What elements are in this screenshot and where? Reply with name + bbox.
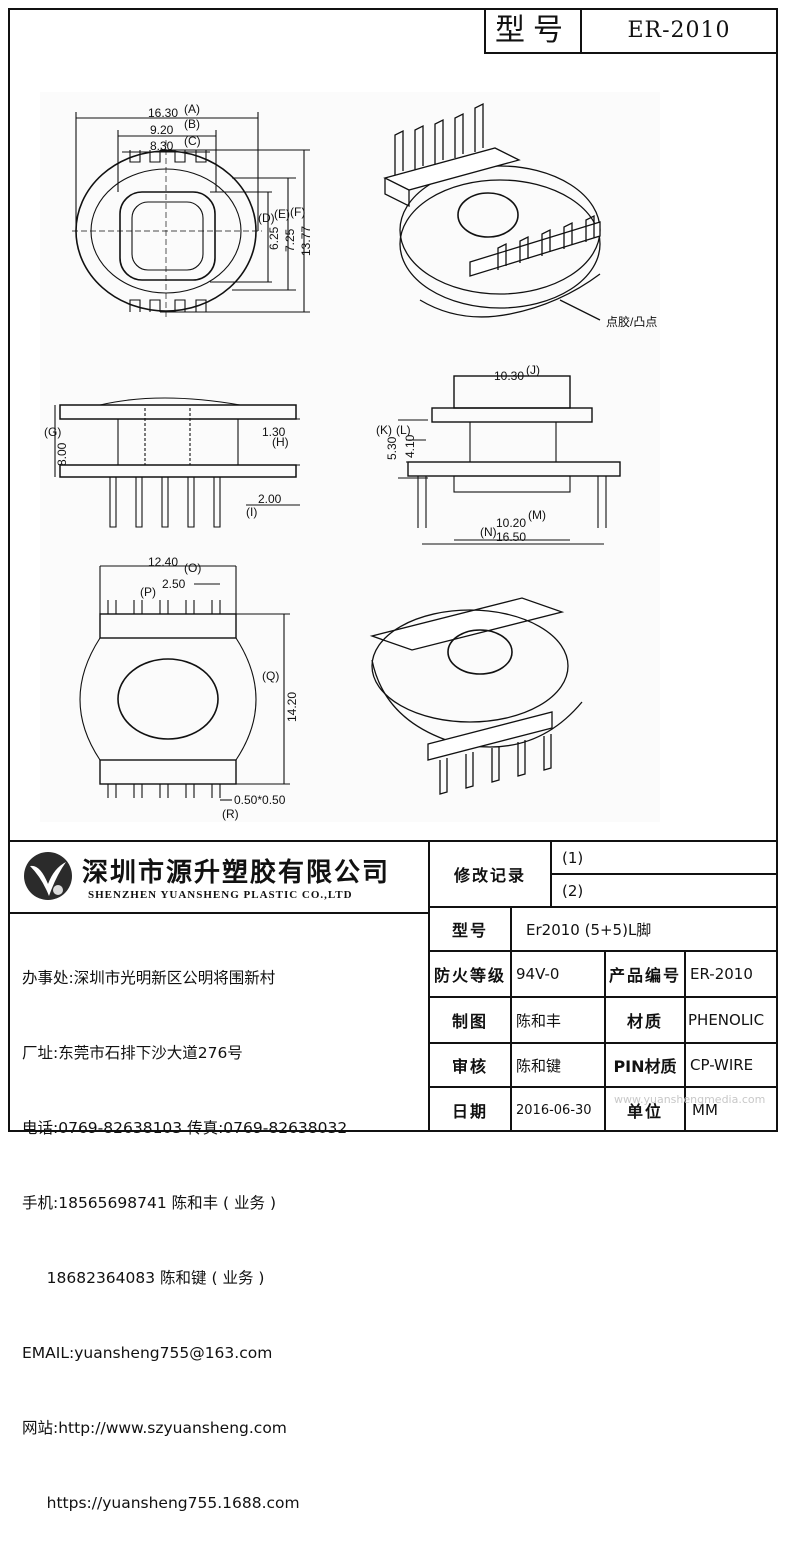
material-value: PHENOLIC [688, 1011, 765, 1029]
pin-material-value: CP-WIRE [690, 1056, 754, 1074]
model-value: ER-2010 [627, 18, 731, 43]
dim-label-m: (M) [528, 508, 546, 522]
dim-4-10: 4.10 [403, 434, 417, 458]
dim-label-e: (E) [274, 207, 290, 221]
dim-label-j: (J) [526, 363, 540, 377]
drawn-by-label: 制图 [451, 1012, 488, 1031]
check-value: 陈和键 [516, 1056, 562, 1075]
callout-text: 点胶/凸点 [606, 314, 657, 329]
dim-8-30: 8.30 [150, 139, 174, 153]
drawn-by-value: 陈和丰 [516, 1011, 562, 1030]
dim-9-20: 9.20 [150, 123, 174, 137]
check-label: 审核 [451, 1057, 488, 1076]
date-value: 2016-06-30 [516, 1102, 592, 1118]
product-no-label: 产品编号 [608, 966, 681, 985]
product-no-value: ER-2010 [690, 965, 753, 983]
dim-16-30: 16.30 [148, 106, 178, 120]
contact-website[interactable]: 网站:http://www.szyuansheng.com [22, 1419, 287, 1437]
dim-14-20: 14.20 [285, 692, 299, 722]
revision-1: (1) [562, 848, 584, 867]
dim-10-20: 10.20 [496, 516, 526, 530]
contact-phone: 电话:0769-82638103 传真:0769-82638032 [22, 1119, 348, 1137]
dim-6-25: 6.25 [267, 226, 281, 250]
dim-13-77: 13.77 [299, 226, 313, 256]
title-block-bottom: 深圳市源升塑胶有限公司 SHENZHEN YUANSHENG PLASTIC C… [8, 840, 778, 1512]
pin-material-label: PIN材质 [613, 1057, 677, 1076]
dim-label-d: (D) [258, 211, 275, 225]
dim-label-i: (I) [246, 505, 257, 519]
fire-rating-value: 94V-0 [516, 965, 560, 983]
spec-table: 修改记录 (1) (2) 型号 Er2010 (5+5)L脚 防火等级 94V-… [428, 842, 778, 1132]
drawing-frame [8, 8, 778, 1132]
dim-label-n: (N) [480, 525, 497, 539]
dim-label-a: (A) [184, 102, 200, 116]
material-label: 材质 [626, 1012, 663, 1031]
contact-info: 办事处:深圳市光明新区公明将围新村 厂址:东莞市石排下沙大道276号 电话:07… [22, 916, 347, 1566]
dim-label-g: (G) [44, 425, 61, 439]
dim-1-30: 1.30 [262, 425, 286, 439]
dim-label-b: (B) [184, 117, 200, 131]
dim-10-30: 10.30 [494, 369, 524, 383]
dim-label-f: (F) [290, 205, 305, 219]
dim-label-p: (P) [140, 585, 156, 599]
perspective-view-top: 点胶/凸点 [383, 102, 657, 329]
company-logo [24, 852, 72, 900]
dim-12-40: 12.40 [148, 555, 178, 569]
dim-16-50: 16.50 [496, 530, 526, 544]
revision-2: (2) [562, 881, 584, 900]
date-label: 日期 [451, 1102, 488, 1121]
dim-5-30: 5.30 [385, 436, 399, 460]
dim-2-50: 2.50 [162, 577, 186, 591]
dim-label-k: (K) [376, 423, 392, 437]
bottom-view: 12.40 (O) 2.50 (P) (Q) 14.20 0.50*0.50 (… [79, 555, 299, 821]
contact-mobile-1: 手机:18565698741 陈和丰 ( 业务 ) [22, 1194, 277, 1212]
model-row-value: Er2010 (5+5)L脚 [526, 920, 652, 939]
front-view: (G) 8.00 1.30 (H) 2.00 (I) [44, 397, 300, 528]
dim-label-q: (Q) [262, 669, 279, 683]
perspective-view-bottom [369, 597, 583, 795]
company-header: 深圳市源升塑胶有限公司 SHENZHEN YUANSHENG PLASTIC C… [8, 842, 428, 914]
unit-value: MM [692, 1101, 718, 1119]
top-view: 16.30 (A) 9.20 (B) 8.30 (C) (D) (E) (F) … [72, 102, 313, 320]
contact-mobile-2: 18682364083 陈和键 ( 业务 ) [22, 1269, 265, 1287]
dim-label-o: (O) [184, 561, 201, 575]
contact-email[interactable]: EMAIL:yuansheng755@163.com [22, 1344, 273, 1362]
technical-drawing: 16.30 (A) 9.20 (B) 8.30 (C) (D) (E) (F) … [44, 102, 658, 821]
model-label: 型号 [486, 10, 582, 52]
fire-rating-label: 防火等级 [433, 966, 506, 985]
revision-label: 修改记录 [453, 866, 526, 885]
dim-label-c: (C) [184, 134, 201, 148]
contact-shop[interactable]: https://yuansheng755.1688.com [22, 1494, 300, 1512]
dim-label-l: (L) [396, 423, 411, 437]
side-view: 10.30 (J) (K) (L) 5.30 4.10 10.20 (M) (N… [376, 363, 621, 545]
dim-label-h: (H) [272, 435, 289, 449]
dim-8-00: 8.00 [55, 442, 69, 466]
contact-office: 办事处:深圳市光明新区公明将围新村 [22, 969, 276, 987]
company-name-en: SHENZHEN YUANSHENG PLASTIC CO.,LTD [88, 889, 353, 901]
dim-label-r: (R) [222, 807, 239, 821]
dim-0-50x0-50: 0.50*0.50 [234, 793, 286, 807]
unit-label: 单位 [626, 1102, 663, 1121]
model-row-label: 型号 [451, 921, 488, 940]
dim-2-00: 2.00 [258, 492, 282, 506]
title-block: 型号 ER-2010 [484, 10, 776, 54]
dim-7-25: 7.25 [283, 228, 297, 252]
contact-factory: 厂址:东莞市石排下沙大道276号 [22, 1044, 243, 1062]
watermark: www.yuanshengmedia.com [614, 1093, 766, 1106]
company-name-zh: 深圳市源升塑胶有限公司 [82, 858, 391, 888]
